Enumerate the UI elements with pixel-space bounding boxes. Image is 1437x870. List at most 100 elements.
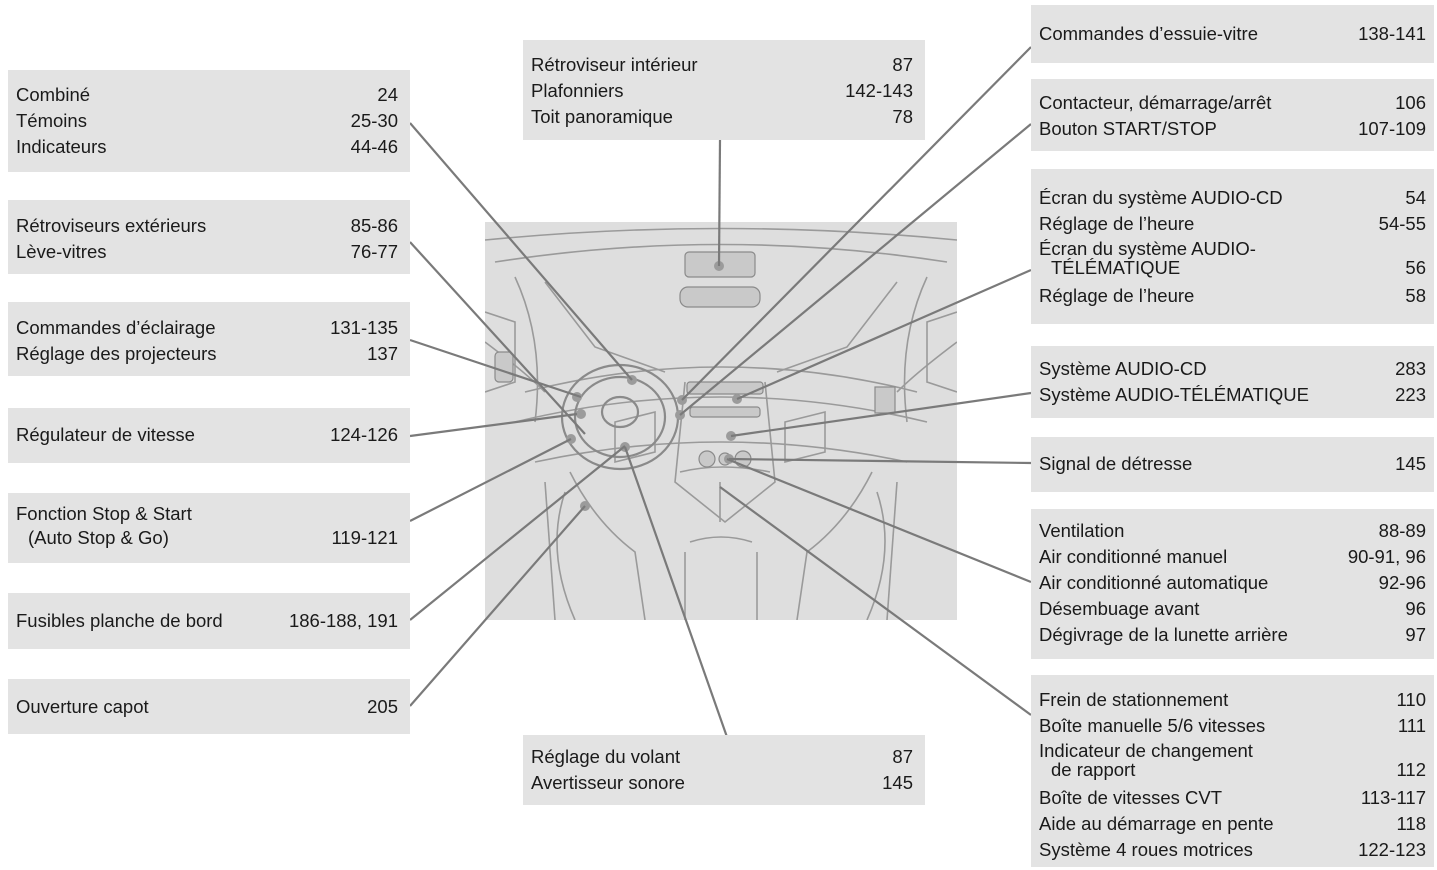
entry-label: Rétroviseurs extérieurs — [16, 215, 207, 236]
entry-label: Fonction Stop & Start — [16, 503, 192, 524]
entry-page: 205 — [367, 696, 398, 717]
index-entry: Avertisseur sonore 145 — [531, 770, 913, 796]
entry-page: 112 — [1396, 759, 1427, 780]
entry-page: 96 — [1405, 598, 1426, 619]
entry-page: 56 — [1405, 257, 1426, 278]
entry-page: 131-135 — [330, 317, 398, 338]
group-ecran-audio: Écran du système AUDIO-CD 54 Réglage de l… — [1031, 169, 1434, 324]
index-entry: Écran du système AUDIO-TÉLÉMATIQUE 56 — [1039, 237, 1426, 278]
index-entry: Plafonniers 142-143 — [531, 78, 913, 104]
index-entry: Rétroviseur intérieur 87 — [531, 52, 913, 78]
entry-label: Ouverture capot — [16, 696, 149, 717]
entry-page: 119-121 — [331, 527, 398, 548]
entry-label: Combiné — [16, 84, 91, 105]
entry-page: 145 — [1395, 453, 1426, 474]
entry-page: 110 — [1396, 689, 1427, 710]
entry-label: Boîte de vitesses CVT — [1039, 787, 1223, 808]
index-entry: Frein de stationnement 110 — [1039, 687, 1426, 713]
entry-page: 87 — [892, 54, 913, 75]
entry-label: Système AUDIO-CD — [1039, 358, 1207, 379]
entry-label: Désembuage avant — [1039, 598, 1200, 619]
entry-page: 87 — [892, 746, 913, 767]
entry-label: Système AUDIO-TÉLÉMATIQUE — [1039, 384, 1310, 405]
entry-page: 142-143 — [845, 80, 913, 101]
index-entry: Bouton START/STOP 107-109 — [1039, 116, 1426, 142]
index-entry: Écran du système AUDIO-CD 54 — [1039, 185, 1426, 211]
index-entry: Témoins 25-30 — [16, 108, 398, 134]
index-entry: Dégivrage de la lunette arrière 97 — [1039, 622, 1426, 648]
entry-page: 90-91, 96 — [1347, 546, 1426, 567]
group-stop-start: Fonction Stop & Start(Auto Stop & Go)119… — [8, 493, 410, 563]
entry-label: Air conditionné manuel — [1039, 546, 1228, 567]
entry-page: 223 — [1395, 384, 1426, 405]
entry-label: Réglage de l’heure — [1039, 213, 1195, 234]
entry-label: Avertisseur sonore — [531, 772, 685, 793]
entry-label: Commandes d’éclairage — [16, 317, 216, 338]
entry-page: 97 — [1405, 624, 1426, 645]
entry-label: Écran du système AUDIO-CD — [1039, 187, 1283, 208]
index-entry: Système AUDIO-TÉLÉMATIQUE 223 — [1039, 382, 1426, 408]
index-entry: Système 4 roues motrices 122-123 — [1039, 837, 1426, 863]
entry-label: Témoins — [16, 110, 87, 131]
entry-label: Régulateur de vitesse — [16, 424, 195, 445]
entry-label: Bouton START/STOP — [1039, 118, 1217, 139]
entry-label: Dégivrage de la lunette arrière — [1039, 624, 1288, 645]
entry-page: 107-109 — [1358, 118, 1426, 139]
entry-page: 78 — [892, 106, 913, 127]
entry-page: 111 — [1397, 715, 1426, 736]
entry-page: 54-55 — [1378, 213, 1426, 234]
entry-label: Aide au démarrage en pente — [1039, 813, 1274, 834]
index-entry: Système AUDIO-CD 283 — [1039, 356, 1426, 382]
index-entry: Désembuage avant 96 — [1039, 596, 1426, 622]
entry-page: 122-123 — [1358, 839, 1426, 860]
entry-label: Rétroviseur intérieur — [531, 54, 698, 75]
entry-label: Réglage du volant — [531, 746, 681, 767]
index-entry: Réglage de l’heure 54-55 — [1039, 211, 1426, 237]
entry-label: Indicateur de changement — [1039, 740, 1253, 761]
entry-page: 24 — [377, 84, 398, 105]
entry-page: 106 — [1395, 92, 1426, 113]
entry-page: 186-188, 191 — [288, 610, 398, 631]
index-entry: Toit panoramique 78 — [531, 104, 913, 130]
entry-label: Système 4 roues motrices — [1039, 839, 1253, 860]
group-eclairage: Commandes d’éclairage 131-135 Réglage des… — [8, 302, 410, 376]
entry-label: Frein de stationnement — [1039, 689, 1229, 710]
entry-label: Écran du système AUDIO- — [1039, 238, 1256, 259]
index-entry: Combiné 24 — [16, 82, 398, 108]
entry-label-continued: TÉLÉMATIQUE — [1051, 257, 1181, 278]
entry-page: 145 — [882, 772, 913, 793]
entry-label: Air conditionné automatique — [1039, 572, 1269, 593]
group-retroviseur-interieur: Rétroviseur intérieur 87 Plafonniers 142-1… — [523, 40, 925, 140]
entry-page: 283 — [1395, 358, 1426, 379]
index-entry: Aide au démarrage en pente 118 — [1039, 811, 1426, 837]
entry-page: 58 — [1405, 285, 1426, 306]
entry-label: Ventilation — [1039, 520, 1125, 541]
entry-page: 25-30 — [350, 110, 398, 131]
index-entry: Fonction Stop & Start(Auto Stop & Go)119… — [16, 502, 398, 552]
entry-label-continued: de rapport — [1051, 759, 1136, 780]
entry-page: 54 — [1405, 187, 1426, 208]
entry-page: 76-77 — [350, 241, 398, 262]
index-entry: Réglage du volant 87 — [531, 744, 913, 770]
entry-label: Plafonniers — [531, 80, 624, 101]
entry-page: 118 — [1396, 813, 1427, 834]
dashboard-illustration — [485, 222, 957, 620]
entry-label: Toit panoramique — [531, 106, 673, 127]
